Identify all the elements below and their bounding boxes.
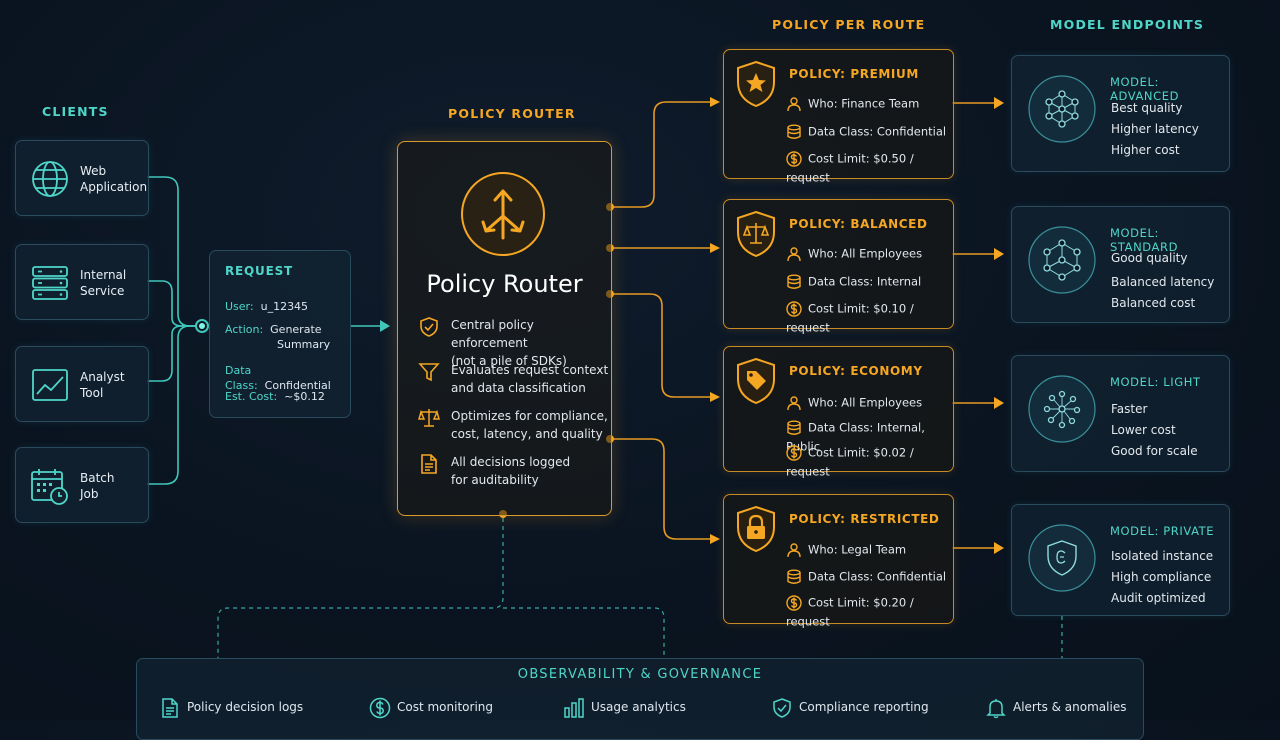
model-title: MODEL: PRIVATE (1110, 524, 1215, 538)
database-icon (787, 274, 801, 289)
database-icon (787, 420, 801, 435)
policy-per-route-heading: POLICY PER ROUTE (772, 17, 926, 32)
model-attribute: Higher cost (1111, 143, 1180, 157)
policy-router-card: Policy Router Central policy enforcement… (397, 141, 612, 516)
split-arrows-icon (461, 172, 545, 256)
policy-title: POLICY: RESTRICTED (789, 512, 940, 526)
connector-lines (147, 97, 1063, 658)
policy-title: POLICY: PREMIUM (789, 67, 919, 81)
scales-icon (737, 210, 775, 258)
hex-network-icon (1028, 226, 1096, 294)
bar-chart-icon (564, 698, 584, 718)
request-est-cost: Est. Cost: ~$0.12 (225, 390, 325, 403)
model-attribute: Audit optimized (1111, 591, 1206, 605)
database-icon (787, 569, 801, 584)
dollar-icon (786, 150, 802, 167)
policy-cost-limit: Cost Limit: $0.10 / request (786, 300, 914, 334)
observability-title: OBSERVABILITY & GOVERNANCE (517, 667, 763, 682)
calendar-clock-icon (31, 469, 68, 505)
person-icon (787, 246, 801, 261)
model-attribute: Isolated instance (1111, 549, 1214, 563)
filter-icon (418, 363, 440, 382)
shield-check-icon (420, 317, 438, 337)
private-shield-icon (1028, 524, 1096, 592)
lock-icon (737, 505, 775, 553)
globe-icon (32, 161, 68, 197)
model-card-advanced[interactable]: MODEL: ADVANCED Best quality Higher late… (1011, 55, 1230, 172)
dollar-icon (369, 697, 391, 719)
document-icon (162, 698, 178, 718)
policy-who: Who: All Employees (786, 244, 922, 262)
policy-card-restricted[interactable]: POLICY: RESTRICTED Who: Legal Team Data … (723, 494, 954, 628)
model-attribute: Lower cost (1111, 423, 1176, 437)
chart-icon (32, 369, 68, 401)
bell-icon (986, 699, 1006, 719)
policy-router-heading: POLICY ROUTER (448, 106, 576, 121)
scales-icon (418, 409, 440, 427)
request-title: REQUEST (225, 264, 294, 278)
model-card-private[interactable]: MODEL: PRIVATE Isolated instance High co… (1011, 504, 1230, 616)
policy-who: Who: Finance Team (786, 94, 919, 112)
server-icon (32, 266, 68, 300)
policy-who: Who: Legal Team (786, 540, 906, 558)
model-title: MODEL: LIGHT (1110, 375, 1201, 389)
shield-check-icon (773, 698, 791, 718)
policy-cost-limit: Cost Limit: $0.02 / request (786, 444, 914, 478)
policy-data-class: Data Class: Confidential (786, 567, 946, 585)
dots-network-icon (1028, 375, 1096, 443)
model-title: MODEL: STANDARD (1110, 226, 1179, 254)
model-attribute: Balanced latency (1111, 275, 1215, 289)
observability-panel: OBSERVABILITY & GOVERNANCE Policy decisi… (136, 658, 1144, 740)
policy-cost-limit: Cost Limit: $0.50 / request (786, 150, 914, 184)
policy-cost-limit: Cost Limit: $0.20 / request (786, 594, 914, 628)
model-card-light[interactable]: MODEL: LIGHT Faster Lower cost Good for … (1011, 355, 1230, 472)
person-icon (787, 395, 801, 410)
policy-who: Who: All Employees (786, 393, 922, 411)
policy-card-balanced[interactable]: POLICY: BALANCED Who: All Employees Data… (723, 199, 954, 334)
policy-data-class: Data Class: Internal, Public (786, 420, 925, 453)
router-title: Policy Router (426, 270, 583, 298)
dollar-icon (786, 300, 802, 317)
person-icon (787, 542, 801, 557)
model-attribute: Higher latency (1111, 122, 1199, 136)
model-endpoints-heading: MODEL ENDPOINTS (1050, 17, 1205, 32)
person-icon (787, 96, 801, 111)
database-icon (787, 124, 801, 139)
policy-data-class: Data Class: Confidential (786, 122, 946, 140)
document-icon (421, 454, 437, 474)
policy-data-class: Data Class: Internal (786, 272, 921, 290)
network-icon (1028, 75, 1096, 143)
model-title: MODEL: ADVANCED (1110, 75, 1180, 103)
model-attribute: Good quality (1111, 251, 1188, 265)
policy-title: POLICY: ECONOMY (789, 364, 923, 378)
dollar-icon (786, 444, 802, 461)
policy-card-economy[interactable]: POLICY: ECONOMY Who: All Employees Data … (723, 346, 954, 478)
tag-icon (737, 357, 775, 405)
dollar-icon (786, 594, 802, 611)
model-card-standard[interactable]: MODEL: STANDARD Good quality Balanced la… (1011, 206, 1230, 323)
clients-heading: CLIENTS (42, 104, 109, 119)
request-user: User: u_12345 (225, 300, 309, 313)
model-attribute: Good for scale (1111, 444, 1198, 458)
model-attribute: Faster (1111, 402, 1148, 416)
policy-card-premium[interactable]: POLICY: PREMIUM Who: Finance Team Data C… (723, 49, 954, 184)
policy-title: POLICY: BALANCED (789, 217, 928, 231)
model-attribute: Balanced cost (1111, 296, 1196, 310)
star-icon (737, 60, 775, 108)
model-attribute: Best quality (1111, 101, 1183, 115)
model-attribute: High compliance (1111, 570, 1212, 584)
request-data-class: Data Class: Confidential (225, 364, 331, 392)
